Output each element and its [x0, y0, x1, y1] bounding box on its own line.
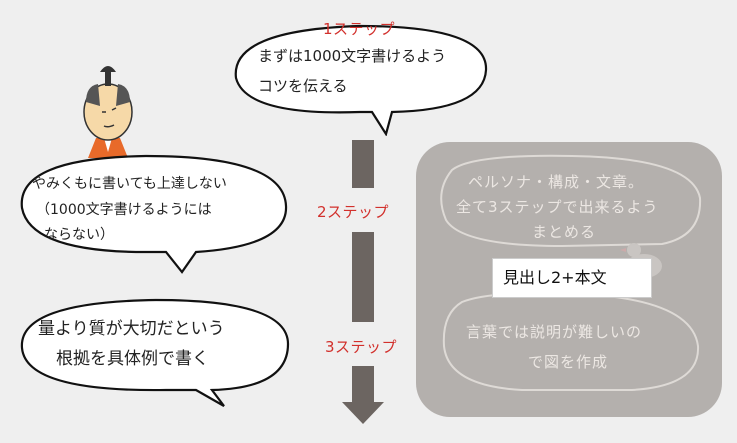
panel-bubble1-line-2: 全て3ステップで出来るよう	[456, 198, 659, 216]
bubble-bottom-line-2: 根拠を具体例で書く	[56, 349, 209, 369]
bubble-top-line-1: まずは1000文字書けるよう	[258, 47, 447, 65]
speech-bubble-bottom	[20, 298, 290, 407]
speech-bubble-mid	[20, 154, 288, 274]
bubble-mid-line-3: ならない）	[44, 227, 114, 243]
heading-body-label: 見出し2+本文	[492, 258, 652, 298]
panel-bubble1-line-3: まとめる	[532, 223, 597, 241]
bubble-mid-line-1: やみくもに書いても上達しない	[32, 176, 227, 192]
bubble-bottom-line-1: 量より質が大切だという	[38, 319, 225, 339]
panel-bubble1-line-1: ペルソナ・構成・文章。	[468, 173, 645, 191]
step-1-label: 1ステップ	[323, 20, 396, 38]
step-2-label: 2ステップ	[317, 203, 390, 221]
speech-bubble-top	[234, 24, 488, 136]
bubble-top-line-2: コツを伝える	[258, 77, 348, 95]
panel-bubble2-line-2: で図を作成	[528, 353, 609, 371]
step-3-label: 3ステップ	[325, 338, 398, 356]
bubble-mid-line-2: （1000文字書けるようには	[36, 202, 212, 218]
panel-bubble2-line-1: 言葉では説明が難しいの	[466, 323, 643, 341]
down-arrow-icon	[342, 140, 384, 424]
samurai-character-icon	[83, 66, 133, 158]
